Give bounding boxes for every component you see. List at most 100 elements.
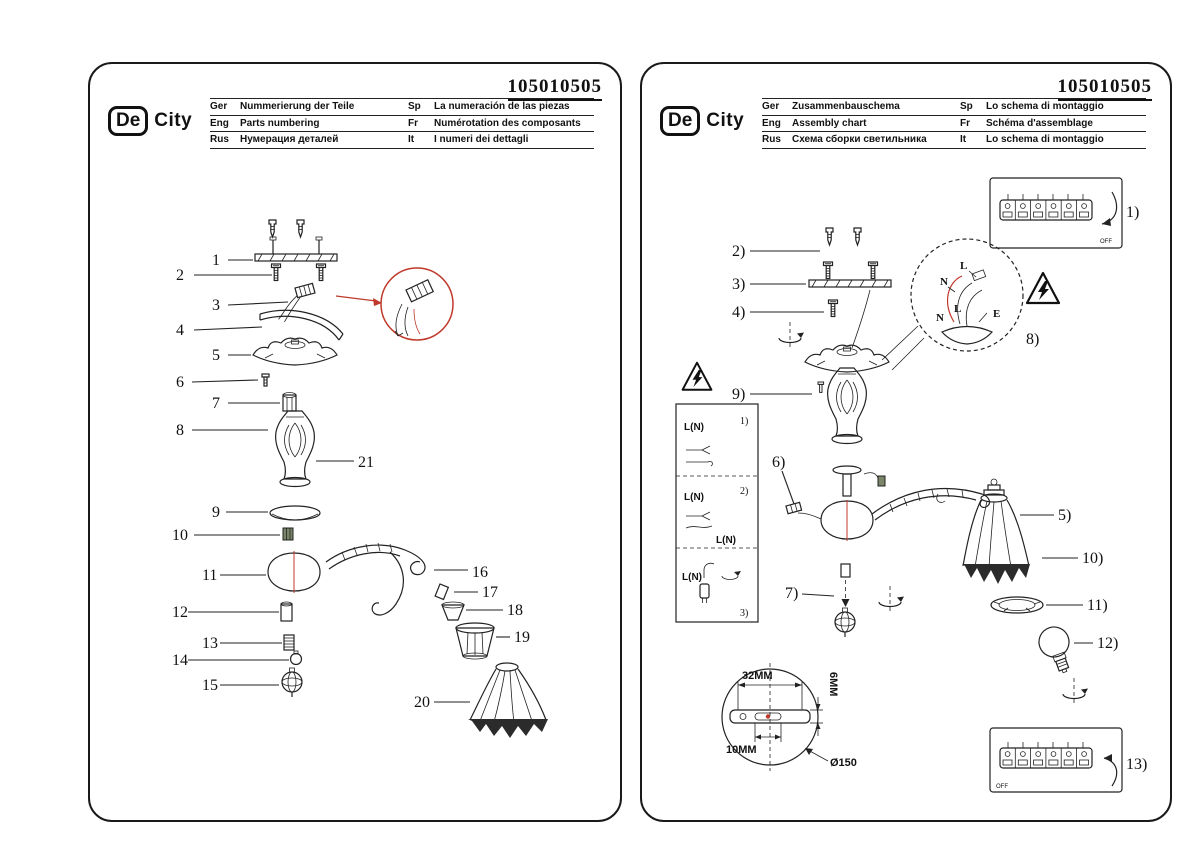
language-table: Ger Zusammenbauschema Sp Lo schema di mo… — [762, 98, 1146, 149]
lang-text: Parts numbering — [240, 117, 320, 129]
rotate-arrow-icon — [878, 585, 905, 615]
wire-connector — [785, 501, 803, 515]
decorative-body — [827, 367, 867, 445]
part-number-12: 12 — [172, 604, 188, 621]
rotate-arrow-icon — [778, 321, 805, 351]
model-number: 105010505 — [507, 76, 602, 101]
wiring-zoom-detail — [335, 267, 454, 341]
decorative-ring — [990, 596, 1044, 614]
part-number-18: 18 — [507, 602, 523, 619]
dimension-diameter: Ø150 — [830, 757, 857, 769]
part-number-1: 1 — [212, 252, 220, 269]
wiring-step-3: 3) — [740, 608, 748, 619]
lang-code: It — [408, 134, 415, 145]
wire-label-n: N — [936, 312, 944, 324]
part-number-17: 17 — [482, 584, 498, 601]
lang-text: Lo schema di montaggio — [986, 134, 1104, 145]
step13-terminal-box: OFF 13) — [989, 727, 1147, 793]
language-row: Eng Parts numbering Fr Numérotation des … — [210, 116, 594, 132]
small-screw — [261, 373, 270, 387]
dimension-width: 32MM — [742, 670, 773, 682]
step-number-9: 9) — [732, 386, 745, 403]
lang-code: Ger — [210, 101, 228, 112]
wire-label-ln: L(N) — [682, 572, 702, 583]
step-number-6: 6) — [772, 454, 785, 471]
step-number-2: 2) — [732, 243, 745, 260]
ceiling-canopy — [252, 337, 338, 366]
step-number-5: 5) — [1058, 507, 1071, 524]
part-number-6: 6 — [176, 374, 184, 391]
lang-code: Ger — [762, 101, 780, 112]
lang-code: Eng — [210, 117, 229, 129]
lang-text: Numérotation des composants — [434, 117, 581, 129]
model-number: 105010505 — [1057, 76, 1152, 101]
electric-warning-icon — [1025, 271, 1061, 305]
lang-code: Sp — [408, 101, 421, 112]
step-number-4: 4) — [732, 304, 745, 321]
parts-exploded-diagram: 1 2 3 4 5 6 7 8 21 9 10 11 12 1 — [172, 219, 548, 738]
center-hub — [267, 551, 321, 593]
lang-text: Zusammenbauschema — [792, 101, 900, 112]
lang-code: Fr — [960, 117, 970, 129]
small-ball — [289, 650, 303, 666]
part-number-8: 8 — [176, 422, 184, 439]
wire-label-ln: L(N) — [684, 422, 704, 433]
language-row: Ger Nummerierung der Teile Sp La numerac… — [210, 99, 594, 116]
step-number-13: 13) — [1126, 756, 1147, 773]
socket-insert — [434, 583, 450, 601]
lang-text: Схема сборки светильника — [792, 134, 927, 145]
step-number-8: 8) — [1026, 331, 1039, 348]
connector-wire — [797, 512, 822, 520]
wiring-steps-box: L(N) 1) L(N) 2) L(N) L(N) 3) — [675, 403, 759, 623]
threaded-nipple — [283, 634, 295, 651]
scroll-arm — [325, 542, 426, 616]
wiring-step-1: 1) — [740, 416, 748, 427]
brand-logo-de: De — [660, 106, 701, 136]
saucer — [269, 505, 321, 521]
dimension-thickness: 6MM — [827, 672, 839, 696]
part-number-4: 4 — [176, 322, 184, 339]
lang-code: It — [960, 134, 967, 145]
rotate-arrow-icon — [1062, 677, 1089, 707]
language-row: Rus Нумерация деталей It I numeri dei de… — [210, 132, 594, 149]
part-number-10: 10 — [172, 527, 188, 544]
hub-stack — [820, 465, 886, 541]
lamp-shade — [468, 662, 548, 738]
brand-logo: De City — [108, 106, 192, 136]
language-row: Ger Zusammenbauschema Sp Lo schema di mo… — [762, 99, 1146, 116]
lang-code: Fr — [408, 117, 418, 129]
threaded-tube — [282, 392, 297, 412]
part-number-5: 5 — [212, 347, 220, 364]
part-number-9: 9 — [212, 504, 220, 521]
brand-logo-city: City — [706, 110, 745, 131]
spacer-cylinder — [280, 601, 293, 622]
light-bulb — [1038, 626, 1070, 674]
language-table: Ger Nummerierung der Teile Sp La numerac… — [210, 98, 594, 149]
assembly-diagram: OFF 1) 2) 3) 4) — [675, 177, 1147, 793]
brand-logo: De City — [660, 106, 744, 136]
step-number-7: 7) — [785, 585, 798, 602]
parts-numbering-page: 105010505 De City Ger Nummerierung der T… — [88, 62, 622, 822]
off-label: OFF — [996, 784, 1008, 790]
step3-mounting-bar — [808, 261, 892, 288]
lang-text: Assembly chart — [792, 117, 867, 129]
step1-terminal-box: OFF 1) — [989, 177, 1139, 249]
step-number-12: 12) — [1097, 635, 1118, 652]
step-number-1: 1) — [1126, 204, 1139, 221]
part-number-21: 21 — [358, 454, 374, 471]
part-number-7: 7 — [212, 395, 220, 412]
step-number-11: 11) — [1087, 597, 1108, 614]
lang-code: Rus — [762, 134, 781, 145]
part-number-15: 15 — [202, 677, 218, 694]
language-row: Rus Схема сборки светильника It Lo schem… — [762, 132, 1146, 149]
off-label: OFF — [1100, 239, 1112, 245]
hand-arrow-icon — [1103, 757, 1118, 787]
step-number-10: 10) — [1082, 550, 1103, 567]
lang-text: La numeración de las piezas — [434, 101, 570, 112]
part-labels: 1 2 3 4 5 6 7 8 21 9 10 11 12 1 — [172, 252, 530, 711]
part-number-19: 19 — [514, 629, 530, 646]
lang-text: Schéma d'assemblage — [986, 117, 1093, 129]
part-number-14: 14 — [172, 652, 188, 669]
lang-code: Eng — [762, 117, 781, 129]
lang-code: Rus — [210, 134, 229, 145]
